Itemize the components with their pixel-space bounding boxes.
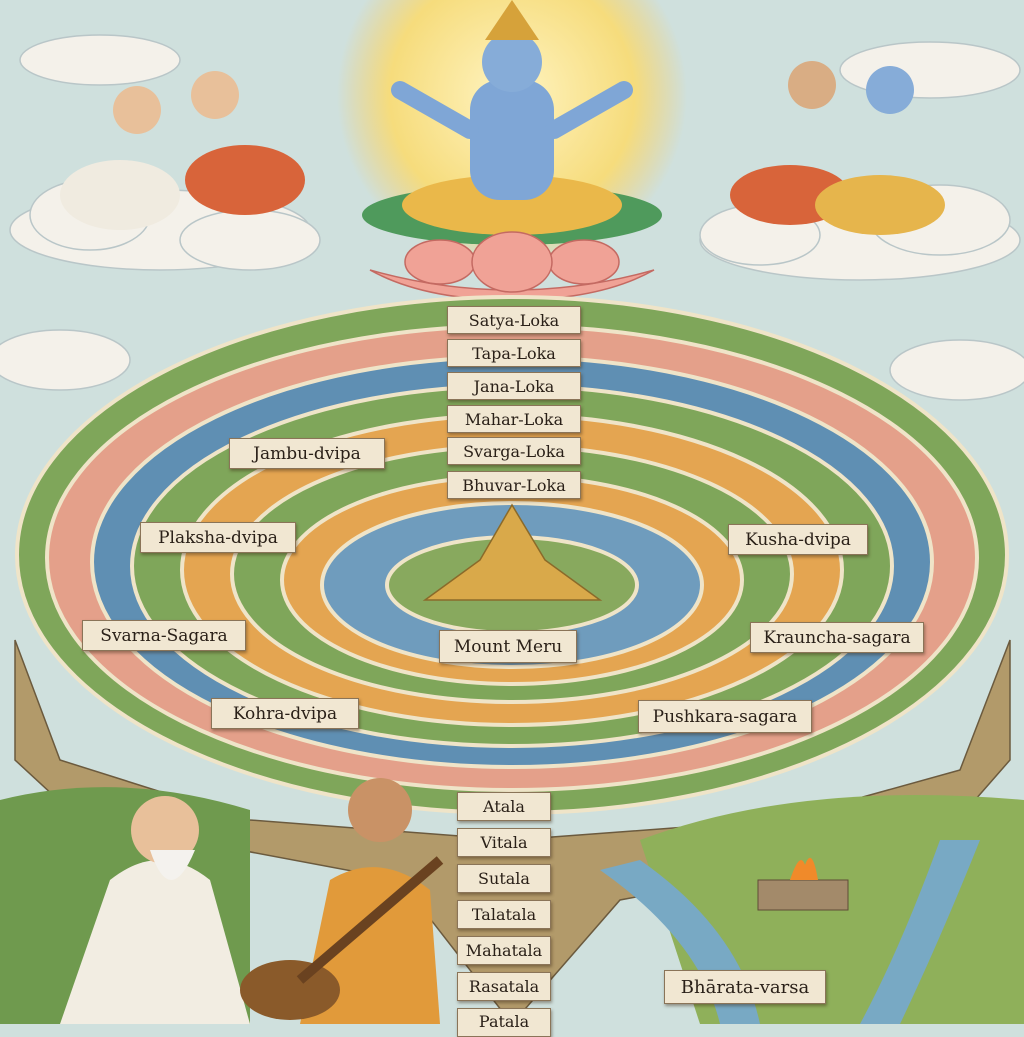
label-satya-loka: Satya-Loka	[447, 306, 581, 334]
label-sutala: Sutala	[457, 864, 551, 893]
label-kusha-dvipa: Kusha-dvipa	[728, 524, 868, 555]
label-svarna-sagara: Svarna-Sagara	[82, 620, 246, 651]
label-plaksha-dvipa: Plaksha-dvipa	[140, 522, 296, 553]
label-atala: Atala	[457, 792, 551, 821]
sage-figure	[60, 796, 250, 1024]
label-talatala: Talatala	[457, 900, 551, 929]
label-pushkara-sagara: Pushkara-sagara	[638, 700, 812, 733]
label-mount-meru: Mount Meru	[439, 630, 577, 663]
label-tapa-loka: Tapa-Loka	[447, 339, 581, 367]
narada-with-veena	[240, 778, 444, 1024]
sages-left	[60, 71, 305, 230]
vishnu-figure	[362, 0, 662, 245]
river	[600, 840, 980, 1024]
label-patala: Patala	[457, 1008, 551, 1037]
label-mahatala: Mahatala	[457, 936, 551, 965]
mount-meru-peak	[422, 503, 603, 601]
fire-altar	[757, 857, 849, 911]
lotus-seat	[369, 231, 655, 301]
label-jana-loka: Jana-Loka	[447, 372, 581, 400]
label-bhuvar-loka: Bhuvar-Loka	[447, 471, 581, 499]
label-mahar-loka: Mahar-Loka	[447, 405, 581, 433]
label-kohra-dvipa: Kohra-dvipa	[211, 698, 359, 729]
label-krauncha-sagara: Krauncha-sagara	[750, 622, 924, 653]
label-rasatala: Rasatala	[457, 972, 551, 1001]
label-vitala: Vitala	[457, 828, 551, 857]
shiva-and-companion	[730, 61, 945, 235]
label-svarga-loka: Svarga-Loka	[447, 437, 581, 465]
label-bharata-varsa: Bhārata-varsa	[664, 970, 826, 1004]
label-jambu-dvipa: Jambu-dvipa	[229, 438, 385, 469]
